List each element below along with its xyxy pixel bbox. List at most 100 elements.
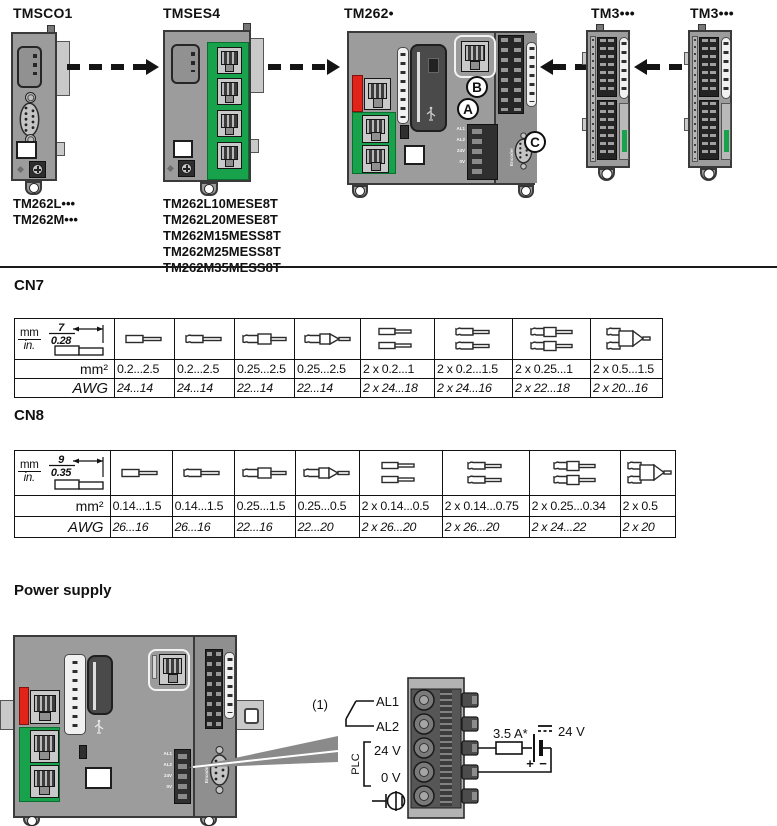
strip-length-sketch: 7 0.28	[48, 322, 104, 356]
cn7-wire-table: mm in. 7 0.28	[14, 318, 663, 398]
al1-tiny-label: AL1	[163, 751, 172, 756]
model-reference: TM262M15MESS8T	[163, 228, 281, 243]
wire-cone-ferrule-icon	[303, 332, 351, 346]
unit-fraction: mm in.	[18, 327, 41, 352]
rotary-switch	[29, 161, 46, 178]
callout-a: A	[457, 98, 479, 120]
plus-label: +	[526, 756, 534, 771]
cn7-awg-value: 2 x 20...16	[590, 378, 663, 398]
cn8-awg-value: 2 x 26...20	[441, 516, 530, 538]
cn8-awg-value: 2 x 24...22	[528, 516, 621, 538]
cn7-icon-cell	[114, 318, 175, 360]
cn8-mm2-label: mm²	[14, 495, 111, 517]
0v-tiny-label: 0V	[459, 159, 465, 164]
ethernet-port-icon	[159, 654, 186, 685]
twin-stripped-wire-icon	[466, 461, 502, 484]
cn7-mm2-value: 2 x 0.5...1.5	[590, 359, 663, 379]
cn7-icon-cell	[174, 318, 235, 360]
toggle	[79, 745, 87, 759]
slot-line	[93, 662, 96, 710]
cn7-mm2-value: 0.25...2.5	[294, 359, 361, 379]
terminal-number-strip	[692, 36, 698, 162]
plc-label: PLC	[350, 753, 362, 774]
alarm-contact-symbol	[345, 700, 374, 727]
cn8-awg-label: AWG	[14, 516, 111, 538]
ethernet2-port-icon	[362, 115, 389, 143]
tm3-module-2	[688, 30, 732, 168]
cn7-mm2-value: 2 x 0.2...1.5	[434, 359, 513, 379]
display-window	[171, 44, 200, 84]
io-terminal-strip	[498, 35, 524, 114]
din-rail	[0, 700, 14, 730]
port-b-rj45-icon	[461, 41, 489, 72]
cn8-awg-value: 26...16	[171, 516, 235, 538]
sd-usb-bay	[87, 655, 113, 715]
mounting-foot	[352, 185, 368, 198]
unit-in: in.	[23, 340, 36, 352]
section-divider	[0, 266, 777, 268]
tm262-controller: AL1 AL2 24V 0V Encoder	[347, 31, 537, 185]
note-1: (1)	[312, 697, 328, 712]
ethernet-port-icon	[217, 78, 242, 105]
cn8-mm2-value: 0.25...0.5	[294, 495, 360, 517]
cn7-awg-value: 22...14	[234, 378, 295, 398]
twin-wire-ferrule-icon	[552, 460, 596, 486]
cn8-awg-value: 2 x 20	[619, 516, 676, 538]
dim-inch: 0.28	[50, 335, 71, 347]
led-status-strip	[619, 37, 629, 99]
ethernet1-label-strip	[352, 75, 363, 112]
wire-ferrule-icon	[241, 333, 287, 345]
cn7-icon-cell	[434, 318, 513, 360]
model-reference: TM262M25MESS8T	[163, 244, 281, 259]
serial-dsub9-connector	[19, 102, 40, 137]
ethernet2-port-icon	[362, 145, 389, 173]
twin-ferrule-icon	[377, 327, 412, 350]
cn8-icon-cell	[233, 450, 296, 496]
cn8-icon-cell	[528, 450, 621, 496]
cn8-mm2-value: 0.14...1.5	[171, 495, 235, 517]
tmses4-module	[163, 30, 251, 182]
battery-cover	[404, 145, 425, 165]
cn7-mm2-label: mm²	[14, 359, 115, 379]
attach-arrow-right-icon	[67, 64, 146, 70]
din-plate	[249, 38, 264, 93]
cn8-mm2-value: 0.25...1.5	[233, 495, 296, 517]
cn8-awg-value: 22...16	[233, 516, 296, 538]
ethernet2-panel	[352, 112, 396, 174]
cn8-mm2-value: 2 x 0.25...0.34	[528, 495, 621, 517]
power-connector-labels: AL1 AL2 24V 0V	[450, 126, 465, 170]
rotary-switch	[178, 160, 195, 177]
wire-cone-ferrule-icon	[303, 466, 350, 480]
tm262-controller-power-view: AL1 AL2 24V 0V Encoder	[13, 635, 237, 818]
battery-cover	[85, 767, 112, 789]
cn7-mm2-value: 2 x 0.2...1	[360, 359, 435, 379]
compat-line: TM262L•••	[13, 196, 76, 211]
attach-arrow-right-icon	[268, 64, 327, 70]
twin-cone-ferrule-icon	[626, 461, 672, 484]
cn8-wire-table: mm in. 9 0.35	[14, 450, 676, 538]
connector-screws	[178, 754, 187, 800]
fuse-rating-label: 3.5 A*	[493, 726, 528, 741]
terminal-block	[699, 100, 719, 160]
twin-stripped-wire-icon	[454, 327, 490, 350]
ferrule-single-icon	[124, 334, 162, 344]
tm3-module-1	[586, 30, 630, 168]
led-status-strip	[721, 37, 731, 99]
module-connection-figure: TMSCO1 TMSES4 TM262• TM3••• TM3•••	[0, 0, 777, 275]
cn7-dimension-cell: mm in. 7 0.28	[14, 318, 115, 360]
ethernet1-port-icon	[30, 690, 60, 724]
minus-label: −	[539, 756, 547, 771]
al2-tiny-label: AL2	[456, 137, 465, 142]
cn7-heading: CN7	[14, 277, 45, 294]
stripped-wire-icon	[184, 334, 222, 344]
al2-tiny-label: AL2	[163, 762, 172, 767]
twin-cone-ferrule-icon	[605, 327, 651, 350]
brand-label	[724, 130, 729, 152]
ethernet2-panel	[19, 727, 60, 802]
encoder-dsub-connector	[209, 746, 230, 794]
cn8-heading: CN8	[14, 407, 45, 424]
cn7-mm2-value: 0.2...2.5	[174, 359, 235, 379]
mounting-foot	[200, 182, 218, 196]
power-supply-figure: AL1 AL2 24V 0V Encoder	[0, 618, 777, 826]
ethernet1-label-strip	[19, 687, 29, 725]
